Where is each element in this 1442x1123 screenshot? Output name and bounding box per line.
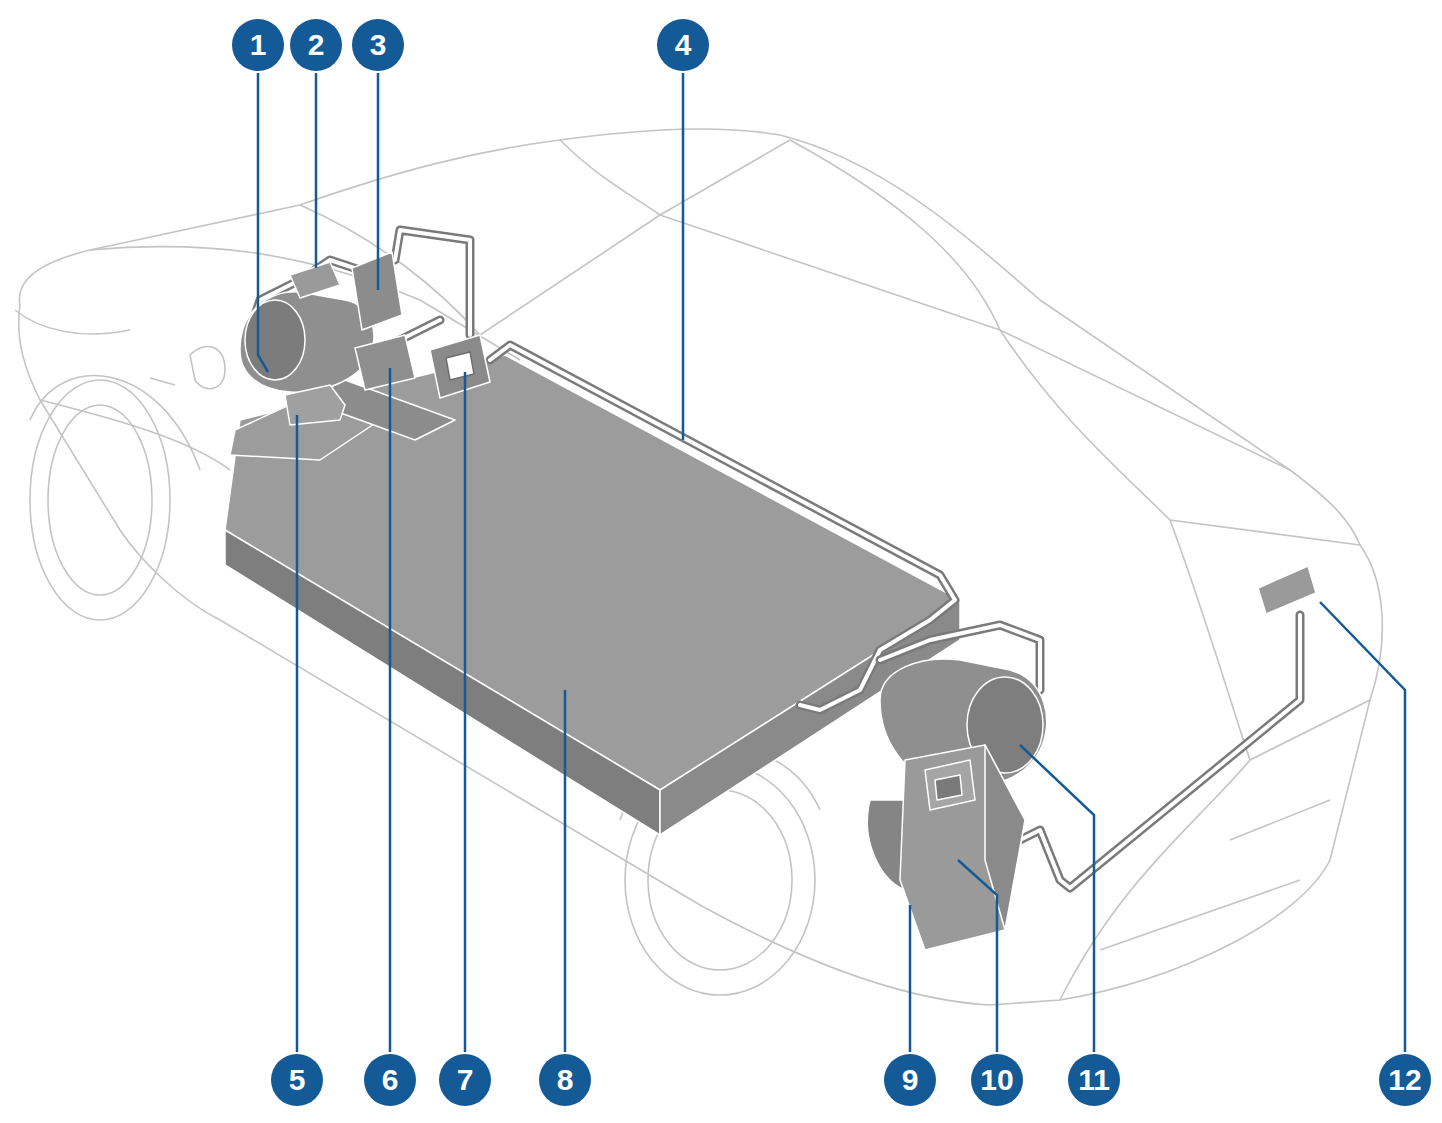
callout-circle: 5 — [271, 1054, 323, 1106]
callout-number: 11 — [1078, 1063, 1110, 1097]
callout-circle: 4 — [657, 19, 709, 71]
callout-circle: 8 — [539, 1054, 591, 1106]
callout-circle: 7 — [439, 1054, 491, 1106]
callout-number: 1 — [250, 28, 267, 62]
callout-circle: 10 — [971, 1054, 1023, 1106]
callout-number: 6 — [382, 1063, 399, 1097]
callout-circle: 11 — [1068, 1054, 1120, 1106]
callout-number: 3 — [370, 28, 387, 62]
callout-number: 2 — [308, 28, 325, 62]
callout-number: 9 — [902, 1063, 919, 1097]
callout-number: 5 — [289, 1063, 306, 1097]
callout-circle: 3 — [352, 19, 404, 71]
callout-number: 4 — [675, 28, 692, 62]
callout-circle: 12 — [1379, 1054, 1431, 1106]
callout-number: 10 — [980, 1063, 1013, 1097]
callout-number: 7 — [457, 1063, 474, 1097]
callout-circle: 2 — [290, 19, 342, 71]
callout-circle: 1 — [232, 19, 284, 71]
callout-circle: 6 — [364, 1054, 416, 1106]
callout-number: 8 — [557, 1063, 574, 1097]
callout-circle: 9 — [884, 1054, 936, 1106]
callout-number: 12 — [1388, 1063, 1421, 1097]
